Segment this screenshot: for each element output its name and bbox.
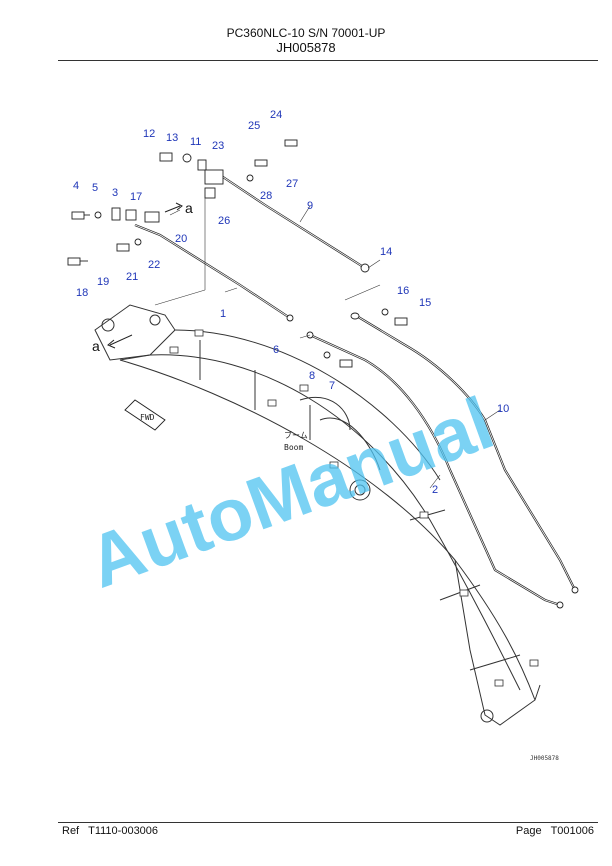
callout-15: 15: [419, 297, 431, 309]
page-value: T001006: [550, 825, 594, 837]
tube-lines: [134, 174, 576, 607]
callout-12: 12: [143, 128, 155, 140]
callout-9: 9: [307, 200, 313, 212]
footer-rule: [58, 822, 598, 823]
callout-5: 5: [92, 182, 98, 194]
callout-25: 25: [248, 120, 260, 132]
page-label: Page: [515, 825, 542, 837]
leader-lines: [154, 195, 501, 489]
boom-clamps: [169, 329, 539, 687]
callout-21: 21: [126, 271, 138, 283]
detail-letter-bottom: a: [92, 338, 100, 354]
footer-page: Page T001006: [516, 825, 594, 837]
callout-4: 4: [73, 180, 79, 192]
callout-3: 3: [112, 187, 118, 199]
model-title: PC360NLC-10 S/N 70001-UP: [226, 26, 386, 40]
ref-label: Ref: [62, 825, 80, 837]
callout-1: 1: [220, 308, 226, 320]
callout-numbers: 1 2 3 4 5 6 7 8 9 10 11 12 13 14 15 16 1…: [73, 109, 509, 496]
callout-20: 20: [175, 233, 187, 245]
ref-value: T1110-003006: [88, 825, 159, 837]
footer-ref: Ref T1110-003006: [62, 825, 158, 837]
callout-19: 19: [97, 276, 109, 288]
drawing-code: JH005878: [276, 40, 336, 55]
callout-7: 7: [329, 380, 335, 392]
header-rule: [58, 60, 598, 61]
detail-letter-top: a: [185, 200, 193, 216]
page-header: PC360NLC-10 S/N 70001-UP JH005878: [0, 26, 612, 55]
callout-13: 13: [166, 132, 178, 144]
callout-17: 17: [130, 191, 142, 203]
image-code: JH005878: [530, 755, 559, 762]
callout-27: 27: [286, 178, 298, 190]
callout-23: 23: [212, 140, 224, 152]
callout-22: 22: [148, 259, 160, 271]
callout-24: 24: [270, 109, 282, 121]
callout-8: 8: [309, 370, 315, 382]
detail-marker-bottom: a: [92, 334, 133, 354]
callout-2: 2: [432, 484, 438, 496]
fwd-arrow: FWD: [124, 399, 166, 431]
callout-18: 18: [76, 287, 88, 299]
detail-marker-top: a: [164, 200, 193, 216]
fittings: [67, 139, 579, 609]
callout-6: 6: [273, 344, 279, 356]
callout-10: 10: [497, 403, 509, 415]
boom-label-jp: ブーム: [284, 430, 308, 440]
boom-label-en: Boom: [284, 443, 303, 452]
callout-16: 16: [397, 285, 409, 297]
callout-14: 14: [380, 246, 392, 258]
fwd-label: FWD: [140, 413, 155, 422]
callout-28: 28: [260, 190, 272, 202]
callout-11: 11: [190, 136, 201, 148]
callout-26: 26: [218, 215, 230, 227]
